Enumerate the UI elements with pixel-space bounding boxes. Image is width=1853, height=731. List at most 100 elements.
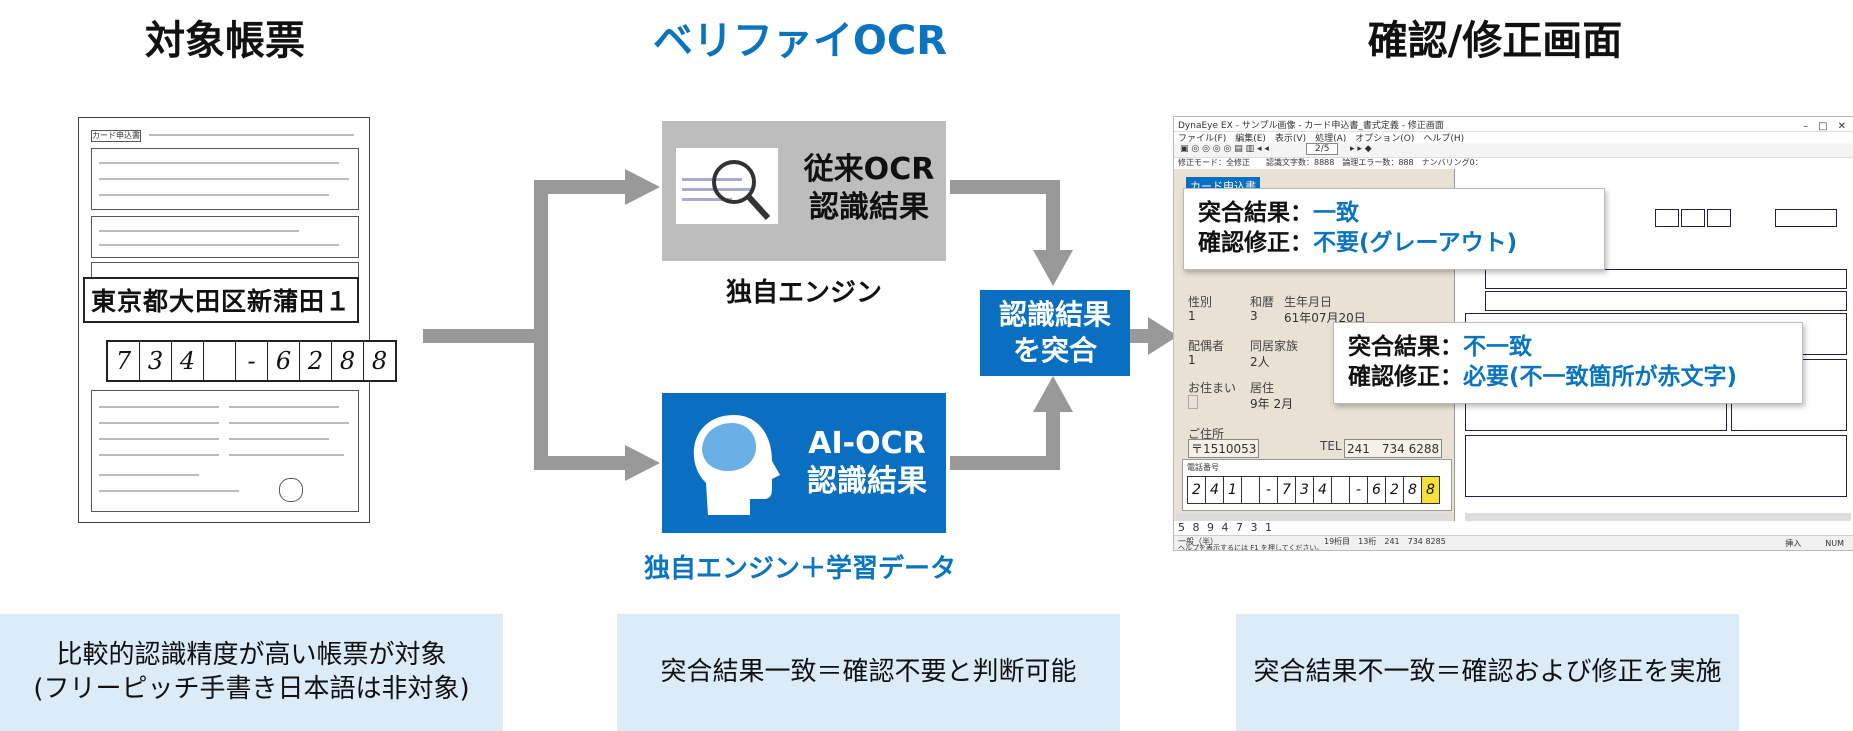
home-value[interactable] (1188, 395, 1198, 409)
entry-digit: 2 (1386, 477, 1404, 503)
bottom-digits: 5 8 9 4 7 3 1 (1178, 521, 1274, 534)
hand-digit: - (236, 342, 268, 380)
page-nav-icons[interactable]: ▸ ▸ ◆ (1350, 144, 1372, 154)
arrow-group (423, 169, 1178, 481)
arrow-head-up (1033, 376, 1073, 412)
hand-digit: 6 (268, 342, 300, 380)
entry-digit: 3 (1296, 477, 1314, 503)
entry-digit: - (1350, 477, 1368, 503)
head-brain-icon (686, 411, 786, 519)
form-title-box: カード申込書 (91, 130, 141, 142)
spouse-label: 配偶者 (1188, 339, 1225, 353)
hand-digit: 4 (172, 342, 204, 380)
form-section-bottom (91, 390, 359, 512)
entry-digit-row: 2 4 1 - 7 3 4 - 6 2 8 8 (1187, 476, 1440, 504)
arrow-from-conventional (950, 180, 1060, 194)
hand-digit: 8 (371, 347, 388, 375)
entry-digit (1332, 477, 1350, 503)
address-label: ご住所 (1188, 427, 1225, 441)
collation-box: 認識結果 を突合 (980, 290, 1130, 376)
tooltip-match-label1: 突合結果： (1198, 200, 1313, 226)
dob-label: 生年月日 (1284, 295, 1333, 309)
entry-digit: 7 (1278, 477, 1296, 503)
entry-digit: 6 (1368, 477, 1386, 503)
family-value[interactable]: 2人 (1250, 355, 1270, 369)
arrow-to-ai (534, 456, 630, 470)
arrow-to-screen (1130, 329, 1152, 343)
residence-value[interactable]: 9年 2月 (1250, 397, 1294, 411)
gender-value[interactable]: 1 (1188, 309, 1196, 323)
ai-ocr-box: AI-OCR 認識結果 (662, 393, 946, 533)
toolbar: ▣ ◎ ◎ ◎ ◎ ▤ ▥ ◂ ◂ 2/5 ▸ ▸ ◆ (1174, 143, 1853, 158)
note-center: 突合結果一致＝確認不要と判断可能 (617, 614, 1120, 731)
tooltip-mismatch-label1: 突合結果： (1348, 334, 1463, 360)
hand-digit: 8 (332, 342, 364, 380)
arrow-head-down (1033, 250, 1073, 286)
status-bar-right: 挿入 NUM (1785, 539, 1844, 548)
entry-digit: 1 (1224, 477, 1242, 503)
form-section-top (91, 148, 359, 210)
arrow-from-ai (950, 456, 1060, 470)
status-bar-mid: 19桁目 13桁 241 734 8285 (1324, 537, 1446, 546)
menu-bar[interactable]: ファイル(F) 編集(E) 表示(V) 処理(A) オプション(O) ヘルプ(H… (1178, 134, 1465, 144)
entry-digit: 4 (1206, 477, 1224, 503)
magnifier-icon (676, 148, 778, 224)
arrow-to-conventional (534, 180, 630, 194)
status-bar-left: 一般（半） (1178, 537, 1218, 546)
entry-digit: 2 (1188, 477, 1206, 503)
arrow-head-conventional (625, 169, 660, 205)
title-bar: DynaEye EX - サンプル画像 - カード申込書_書式定義 - 修正画面… (1174, 117, 1853, 132)
toolbar-icons[interactable]: ▣ ◎ ◎ ◎ ◎ ▤ ▥ ◂ ◂ (1180, 144, 1269, 154)
horizontal-scrollbar[interactable] (1176, 513, 1452, 521)
tooltip-match-value1: 一致 (1313, 200, 1359, 226)
hand-digit: 3 (140, 342, 172, 380)
hand-digit: 2 (300, 342, 332, 380)
status-bar: 一般（半） 19桁目 13桁 241 734 8285 ヘルプを表示するには F… (1174, 535, 1853, 551)
window-controls[interactable]: – □ ✕ (1803, 121, 1846, 132)
entry-digit-highlighted: 8 (1422, 477, 1439, 503)
spouse-value[interactable]: 1 (1188, 353, 1196, 367)
tel-value[interactable]: 241 734 6288 (1344, 439, 1443, 458)
postal-value[interactable]: 〒1510053 (1188, 439, 1260, 458)
tooltip-match-value2: 不要(グレーアウト) (1313, 229, 1518, 256)
entry-digit (1242, 477, 1260, 503)
arrow-splitter (534, 180, 548, 470)
note-left: 比較的認識精度が高い帳票が対象 (フリーピッチ手書き日本語は非対象) (0, 614, 503, 731)
home-label: お住まい (1188, 381, 1237, 395)
dob-value[interactable]: 61年07月20日 (1284, 311, 1366, 325)
window-title: DynaEye EX - サンプル画像 - カード申込書_書式定義 - 修正画面 (1178, 121, 1444, 131)
arrow-up-stem (1046, 405, 1060, 470)
arrow-down-stem (1046, 180, 1060, 258)
conventional-ocr-box: 従来OCR 認識結果 (662, 121, 946, 261)
arrow-head-screen (1148, 317, 1178, 355)
ai-line1: AI-OCR (808, 426, 926, 461)
note-left-line1: 比較的認識精度が高い帳票が対象 (56, 639, 447, 670)
tel-label: TEL (1320, 439, 1342, 453)
collation-line2: を突合 (1012, 334, 1097, 367)
conventional-line2: 認識結果 (809, 189, 929, 225)
tooltip-mismatch-value2: 必要(不一致箇所が赤文字) (1463, 363, 1738, 390)
heading-verify-ocr: ベリファイOCR (652, 18, 948, 64)
ai-line2: 認識結果 (807, 463, 927, 499)
entry-digit: - (1260, 477, 1278, 503)
entry-digit: 8 (1404, 477, 1422, 503)
gender-label: 性別 (1188, 295, 1213, 309)
status-bar-hint: ヘルプを表示するには F1 を押してください。 (1178, 544, 1324, 551)
era-value[interactable]: 3 (1250, 309, 1258, 323)
residence-label: 居住 (1250, 381, 1275, 395)
hand-digit: 7 (108, 342, 140, 380)
tooltip-match-label2: 確認修正： (1198, 229, 1313, 256)
family-label: 同居家族 (1250, 339, 1299, 353)
page-indicator[interactable]: 2/5 (1306, 143, 1339, 155)
status-line: 修正モード：全修正 認識文字数：8888 論理エラー数：888 ナンバリング0： (1178, 158, 1483, 167)
conventional-caption: 独自エンジン (725, 278, 882, 308)
arrow-head-ai (625, 445, 660, 481)
tooltip-mismatch-label2: 確認修正： (1348, 363, 1463, 390)
conventional-line1: 従来OCR (803, 152, 935, 187)
hand-digit (204, 342, 236, 380)
phone-section-label: 電話番号 (1187, 463, 1219, 472)
arrow-main-stem (423, 329, 541, 343)
form-scrollbar[interactable] (1465, 513, 1851, 521)
heading-review-screen: 確認/修正画面 (1367, 18, 1623, 64)
heading-target-forms: 対象帳票 (145, 18, 305, 64)
